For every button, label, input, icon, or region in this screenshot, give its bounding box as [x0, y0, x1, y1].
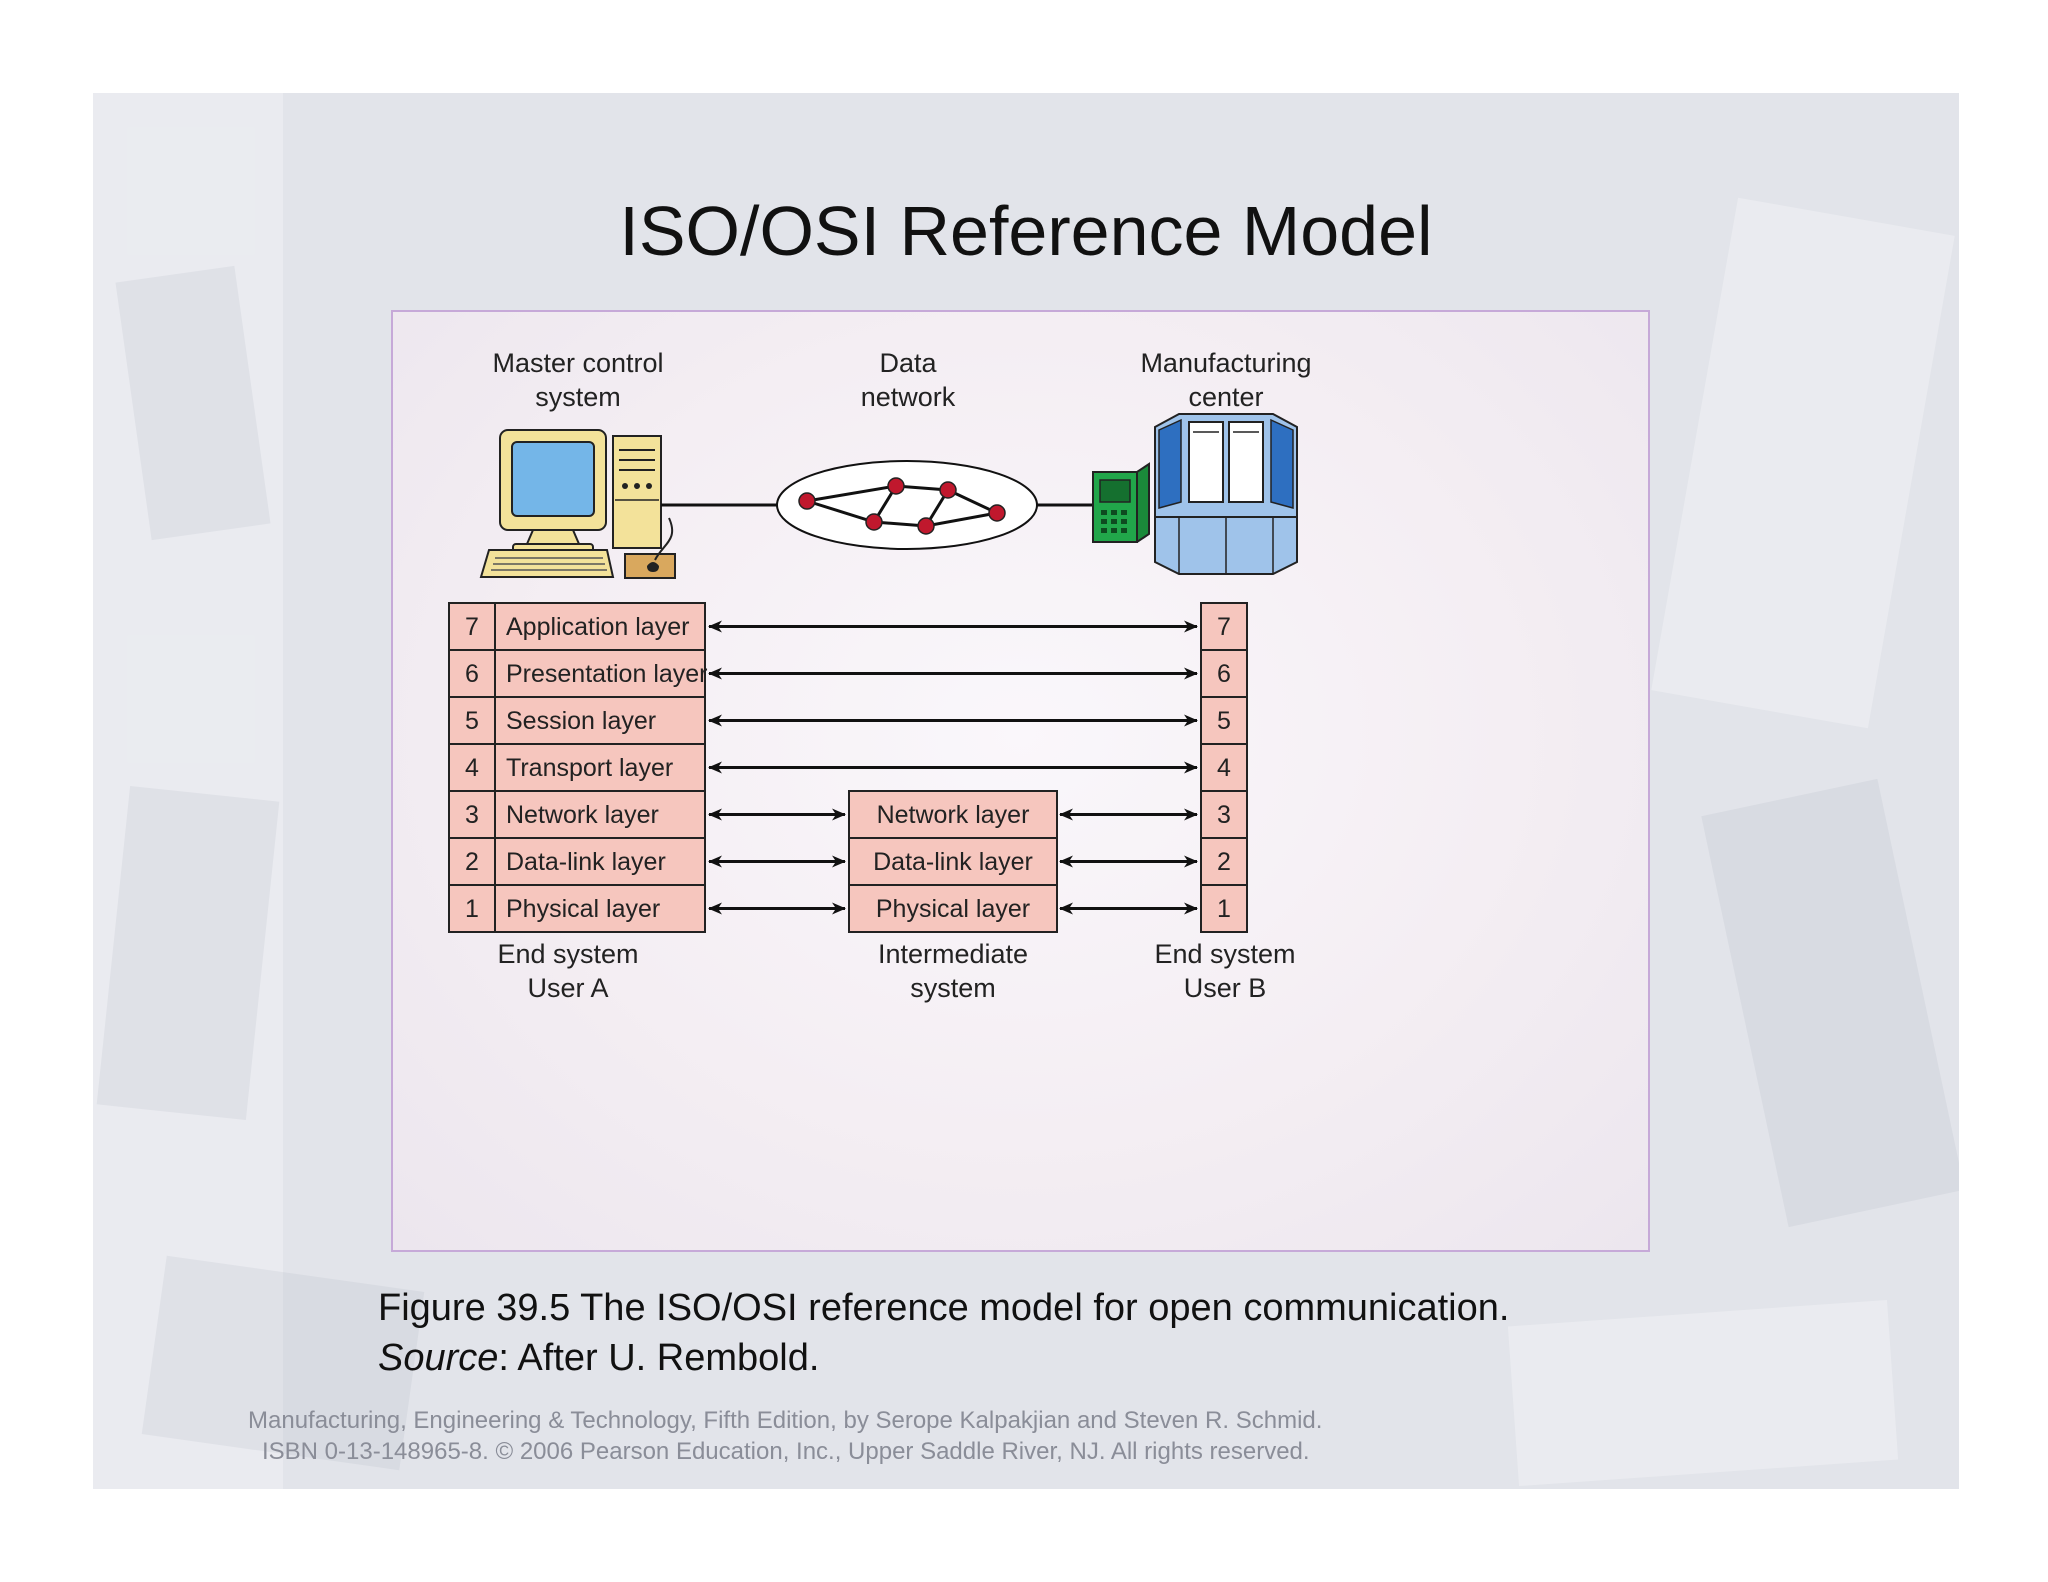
osi-figure: Master control system Data network Manuf… — [391, 310, 1650, 1252]
layer-name-cell — [494, 790, 706, 839]
svg-text:system: system — [910, 973, 996, 1003]
svg-text:center: center — [1188, 382, 1263, 412]
copyright-footer: Manufacturing, Engineering & Technology,… — [248, 1405, 1322, 1467]
intermediate-layer-cell — [848, 884, 1058, 933]
layer-number: 3 — [465, 801, 479, 829]
end-system-b-stack: 7 6 5 4 3 2 1 — [1200, 602, 1248, 933]
layer-number: 4 — [1217, 754, 1231, 782]
layer-name: Network layer — [506, 801, 659, 829]
controller-icon — [1092, 462, 1150, 543]
layer-number: 1 — [1217, 895, 1231, 923]
layer-number: 7 — [1217, 613, 1231, 641]
layer-name: Transport layer — [506, 754, 673, 782]
intermediate-layer-name: Physical layer — [876, 895, 1030, 923]
footer-line-1: Manufacturing, Engineering & Technology,… — [248, 1407, 1323, 1434]
osi-diagram: Master control system Data network Manuf… — [448, 348, 1312, 1003]
layer-number-cell — [448, 790, 496, 839]
layer-name-cell — [494, 602, 706, 651]
caption-line: Figure 39.5 The ISO/OSI reference model … — [378, 1287, 1510, 1329]
figure-caption: Figure 39.5 The ISO/OSI reference model … — [378, 1283, 1509, 1383]
layer-name-cell — [494, 649, 706, 698]
svg-text:End system: End system — [1154, 939, 1295, 969]
layer-name: Data-link layer — [506, 848, 666, 876]
master-control-label: Master control system — [492, 348, 663, 412]
svg-text:User B: User B — [1184, 973, 1267, 1003]
end-system-a-stack: 7 Application layer 6 Presentation layer 5 Se… — [448, 602, 708, 933]
layer-number: 2 — [1217, 848, 1231, 876]
intermediate-layer-cell — [848, 837, 1058, 886]
layer-name-cell — [494, 837, 706, 886]
layer-number-cell — [1200, 837, 1248, 886]
footer-line-2: ISBN 0-13-148965-8. © 2006 Pearson Educa… — [262, 1438, 1310, 1465]
intermediate-layer-name: Data-link layer — [873, 848, 1033, 876]
machining-center-icon — [1154, 413, 1298, 575]
manufacturing-center-label: Manufacturing center — [1140, 348, 1311, 412]
layer-number: 4 — [465, 754, 479, 782]
end-system-a-label: End system User A — [497, 939, 638, 1003]
svg-text:Data: Data — [879, 348, 937, 378]
layer-name-cell — [494, 743, 706, 792]
svg-text:Master control: Master control — [492, 348, 663, 378]
layer-number: 1 — [465, 895, 479, 923]
layer-name: Session layer — [506, 707, 656, 735]
layer-number-cell — [1200, 884, 1248, 933]
svg-text:network: network — [861, 382, 956, 412]
layer-number-cell — [1200, 649, 1248, 698]
layer-number: 5 — [465, 707, 479, 735]
intermediate-layer-cell — [848, 790, 1058, 839]
layer-number: 5 — [1217, 707, 1231, 735]
layer-number: 2 — [465, 848, 479, 876]
layer-number-cell — [448, 884, 496, 933]
slide-title: ISO/OSI Reference Model — [619, 192, 1433, 270]
peer-arrows — [708, 620, 1198, 915]
layer-number-cell — [448, 837, 496, 886]
layer-name: Application layer — [506, 613, 689, 641]
end-system-b-label: End system User B — [1154, 939, 1295, 1003]
slide: ISO/OSI Reference Model Master control s… — [93, 93, 1959, 1489]
caption-source: Source: After U. Rembold. — [378, 1333, 1509, 1383]
svg-text:Intermediate: Intermediate — [878, 939, 1028, 969]
svg-text:Manufacturing: Manufacturing — [1140, 348, 1311, 378]
layer-number-cell — [1200, 743, 1248, 792]
layer-number: 6 — [1217, 660, 1231, 688]
intermediate-system-label: Intermediate system — [878, 939, 1028, 1003]
layer-name: Presentation layer — [506, 660, 708, 688]
layer-number-cell — [1200, 790, 1248, 839]
svg-text:End system: End system — [497, 939, 638, 969]
intermediate-layer-name: Network layer — [877, 801, 1030, 829]
layer-number: 7 — [465, 613, 479, 641]
source-text: : After U. Rembold. — [498, 1337, 820, 1379]
layer-name: Physical layer — [506, 895, 660, 923]
svg-text:User A: User A — [527, 973, 608, 1003]
svg-text:system: system — [535, 382, 621, 412]
data-network-label: Data network — [861, 348, 956, 412]
layer-number: 6 — [465, 660, 479, 688]
layer-number: 3 — [1217, 801, 1231, 829]
network-icon — [776, 460, 1038, 550]
layer-name-cell — [494, 884, 706, 933]
source-label: Source — [378, 1337, 499, 1379]
computer-icon — [479, 429, 676, 579]
layer-name-cell — [494, 696, 706, 745]
